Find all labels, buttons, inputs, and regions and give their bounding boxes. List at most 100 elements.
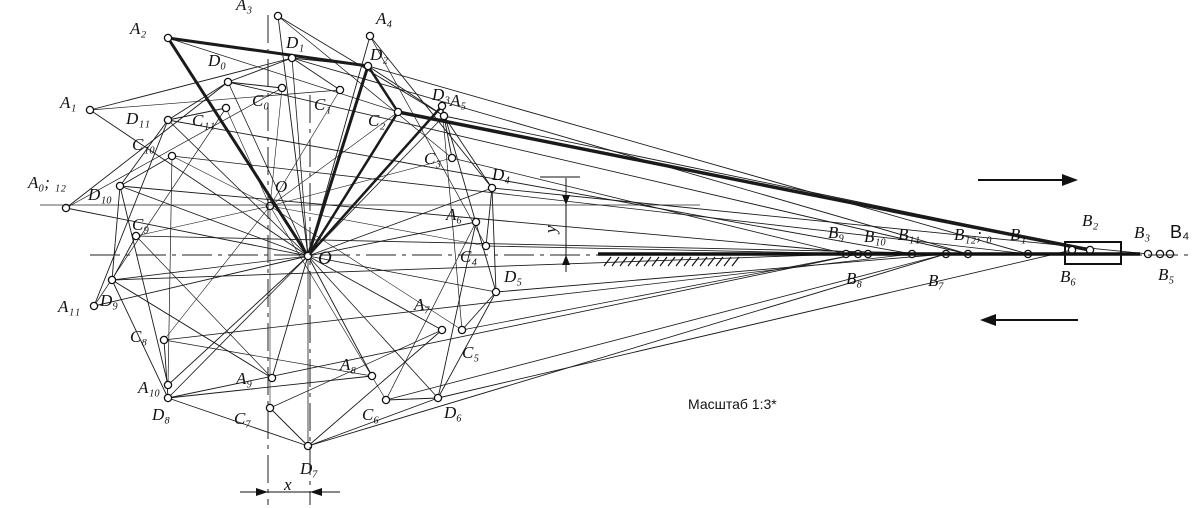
joint-d6 <box>433 393 443 403</box>
label-a8: A₈ <box>339 355 356 374</box>
joint-b3 <box>1143 249 1153 259</box>
link-a4-c4 <box>369 35 487 247</box>
hatch-mark <box>699 256 708 267</box>
link-a2-c2 <box>167 37 399 113</box>
joint-d2 <box>363 61 373 71</box>
label-a0: A₀; ₁₂ <box>27 173 66 192</box>
joint-c3 <box>447 153 457 163</box>
joint-a2 <box>163 33 173 43</box>
rod-c8-b11 <box>163 253 913 341</box>
ray-d11 <box>167 119 309 257</box>
crank-ray-a11 <box>93 255 309 307</box>
point-labels: A₀; ₁₂A₁A₂A₃A₄A₅A₆A₇A₈A₉A₁₀A₁₁D₀D₁D₂D₃D₄… <box>27 0 1174 478</box>
joint-b5 <box>1155 249 1165 259</box>
joint-c1 <box>335 85 345 95</box>
link-a0-c0 <box>65 87 283 209</box>
hatch-mark <box>675 256 684 267</box>
link-d5-c5 <box>461 291 497 331</box>
rod-d11-b11 <box>167 119 913 255</box>
ray-d5 <box>307 255 497 293</box>
ray-d8 <box>167 255 309 399</box>
link-d1-c1 <box>291 57 341 91</box>
ray-d3 <box>307 115 445 257</box>
joint-a8 <box>367 371 377 381</box>
label-d0: D₀ <box>207 51 226 70</box>
joint-c6 <box>381 395 391 405</box>
coupler-path-d4 <box>491 187 497 293</box>
label-a10: A₁₀ <box>137 378 160 397</box>
label-a6: A₆ <box>445 205 462 224</box>
link-a9-c9 <box>135 235 273 379</box>
link-a5-c5 <box>441 105 463 331</box>
hatch-mark <box>619 256 628 267</box>
label-b11: B₁₁ <box>898 225 920 244</box>
ray-c2 <box>269 111 399 207</box>
label-d1: D₁ <box>285 33 304 52</box>
label-a9: A₉ <box>235 369 252 388</box>
dimension-y-mark <box>540 176 580 272</box>
rod-c5-b8 <box>461 253 859 331</box>
label-a11: A₁₁ <box>57 297 80 316</box>
link-a11-d11 <box>93 119 169 307</box>
b4-label: B₄ <box>1170 222 1189 242</box>
hatch-mark <box>627 256 636 267</box>
label-d11: D₁₁ <box>125 109 150 128</box>
rod-d7-b7 <box>307 253 947 447</box>
ray-d4 <box>307 187 493 257</box>
label-a1: A₁ <box>59 93 76 112</box>
thick-c2-o <box>306 111 400 257</box>
label-b2: B₂ <box>1082 211 1098 230</box>
label-b3: B₃ <box>1134 223 1150 242</box>
joint-c4 <box>481 241 491 251</box>
label-c1: C₁ <box>314 95 331 114</box>
hatch-mark <box>611 256 620 267</box>
arrow-right <box>978 174 1078 186</box>
joint-a4 <box>365 31 375 41</box>
arrow-left <box>980 314 1078 326</box>
joint-d3 <box>439 111 449 121</box>
label-b6: B₆ <box>1060 267 1076 286</box>
joint-c8 <box>159 335 169 345</box>
ray-c5 <box>269 205 463 331</box>
dimension-x-mark <box>240 488 340 496</box>
scale-caption: Масштаб 1:3* <box>688 396 777 412</box>
link-d6-c6 <box>385 397 439 401</box>
joint-c5 <box>457 325 467 335</box>
joint-a1 <box>85 105 95 115</box>
label-d10: D₁₀ <box>87 185 112 204</box>
crank-ray-a6 <box>307 221 477 257</box>
rod-d4-b3 <box>491 187 1149 255</box>
joint-a10 <box>163 380 173 390</box>
label-d7: D₇ <box>299 459 318 478</box>
joint-b4 <box>1165 249 1175 259</box>
label-a2: A₂ <box>129 19 146 38</box>
joint-d8 <box>163 393 173 403</box>
joint-a5 <box>437 101 447 111</box>
joint-o <box>303 251 313 261</box>
guide-hatching <box>603 256 740 267</box>
label-d2: D₂ <box>369 45 388 64</box>
label-c5: C₅ <box>462 343 479 362</box>
hatch-mark <box>667 256 676 267</box>
ray-c11 <box>225 107 271 207</box>
link-a9-d9 <box>111 279 273 379</box>
label-b10: B₁₀ <box>864 227 886 246</box>
joint-a11 <box>89 301 99 311</box>
rod-d5-b7 <box>495 253 947 293</box>
joints <box>61 11 1175 451</box>
joint-a7 <box>437 325 447 335</box>
coupler-path-d11 <box>167 81 229 121</box>
crank-ray-a10 <box>167 255 309 386</box>
hatch-mark <box>691 256 700 267</box>
link-a7-d7 <box>307 329 443 447</box>
label-a3: A₃ <box>235 0 252 14</box>
hatch-mark <box>603 256 612 267</box>
joint-d0 <box>223 77 233 87</box>
rod-c9-b12 <box>135 235 969 255</box>
link-a10-c10 <box>167 155 173 386</box>
joint-c0 <box>277 83 287 93</box>
label-b5: B₅ <box>1158 265 1174 284</box>
crank-ray-a1 <box>89 109 309 257</box>
center-label: O <box>318 248 332 269</box>
